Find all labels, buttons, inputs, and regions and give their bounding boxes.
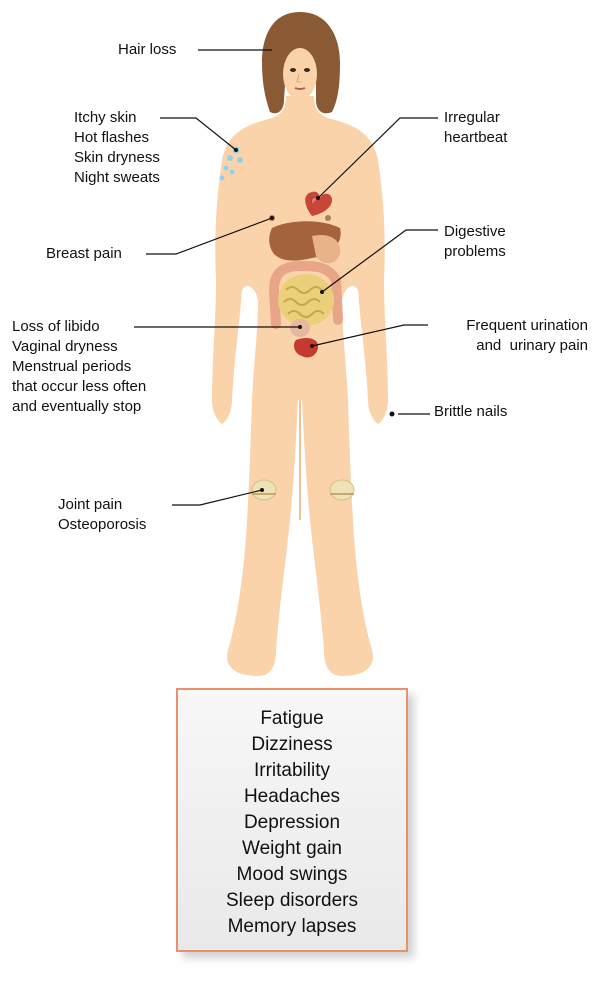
label-heartbeat: Irregular heartbeat [444,109,508,146]
leader-heart [317,117,438,199]
label-digestive: Digestive problems [444,223,506,260]
body-silhouette [212,96,388,676]
intestines-icon [278,274,334,326]
symptom-item: Depression [243,812,341,833]
stomach [312,234,341,264]
label-libido-symptoms: Loss of libido Vaginal dryness Menstrual… [12,318,147,415]
leader-digestive [321,229,438,293]
label-breast-pain: Breast pain [46,245,122,262]
general-symptoms-box: Fatigue Dizziness Irritability Headaches… [176,688,408,952]
nipple-right [325,215,331,221]
symptom-item: Mood swings [236,864,348,885]
label-joint-symptoms: Joint pain Osteoporosis [58,496,147,533]
symptom-item: Memory lapses [227,916,357,937]
leader-urination [311,324,428,347]
colon [268,260,343,329]
leader-joint [172,489,263,506]
leader-lines [134,49,438,506]
face [283,48,317,100]
symptom-item: Fatigue [260,708,324,729]
label-urination: Frequent urination and urinary pain [466,317,588,354]
leader-breast [146,217,273,255]
bladder-icon [294,338,318,358]
leader-skin [160,117,237,151]
symptom-item: Headaches [243,786,341,807]
symptom-item: Sleep disorders [225,890,359,911]
label-skin-symptoms: Itchy skin Hot flashes Skin dryness Nigh… [74,109,160,186]
hair-icon [262,12,340,114]
symptom-item: Irritability [253,760,330,781]
symptom-item: Dizziness [251,734,333,755]
label-hair-loss: Hair loss [118,41,177,58]
label-brittle-nails: Brittle nails [434,403,508,420]
leader-dots [234,148,395,492]
symptom-item: Weight gain [242,838,342,859]
knee-joint-icon [251,479,355,501]
